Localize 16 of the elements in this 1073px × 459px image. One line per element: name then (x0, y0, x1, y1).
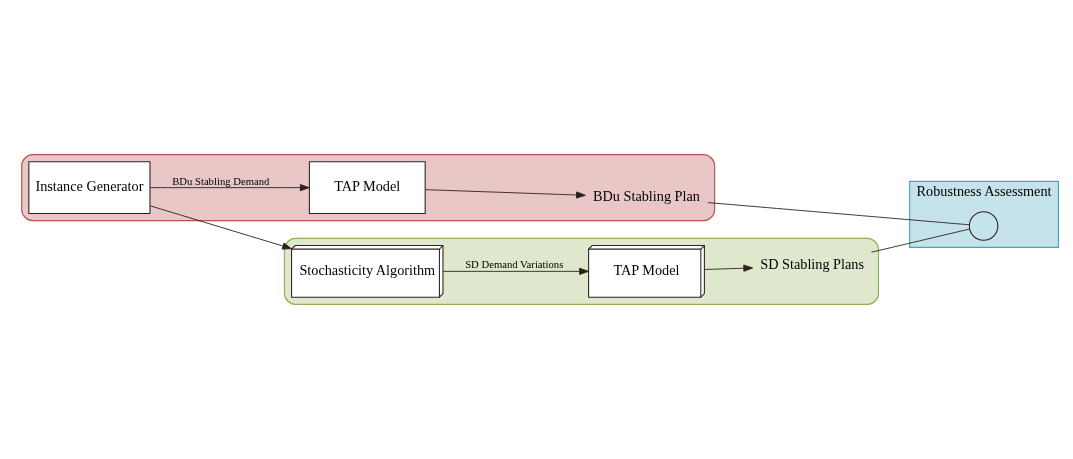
node-box: TAP Model (308, 161, 426, 214)
node-circle (968, 211, 999, 241)
node-box: Instance Generator (28, 161, 151, 214)
node-text: SD Stabling Plans (760, 256, 865, 273)
arrow (704, 264, 754, 272)
connector (871, 228, 971, 253)
node-text: BDu Stabling Plan (593, 187, 700, 204)
edge-label: SD Demand Variations (465, 258, 564, 271)
arrow (149, 205, 292, 250)
arrow (424, 189, 586, 199)
cluster (21, 154, 716, 222)
connector (707, 202, 970, 226)
arrow (442, 267, 589, 275)
edge-label: BDu Stabling Demand (172, 174, 270, 187)
arrow (149, 184, 310, 192)
cluster: Robustness Assessment (909, 180, 1059, 248)
